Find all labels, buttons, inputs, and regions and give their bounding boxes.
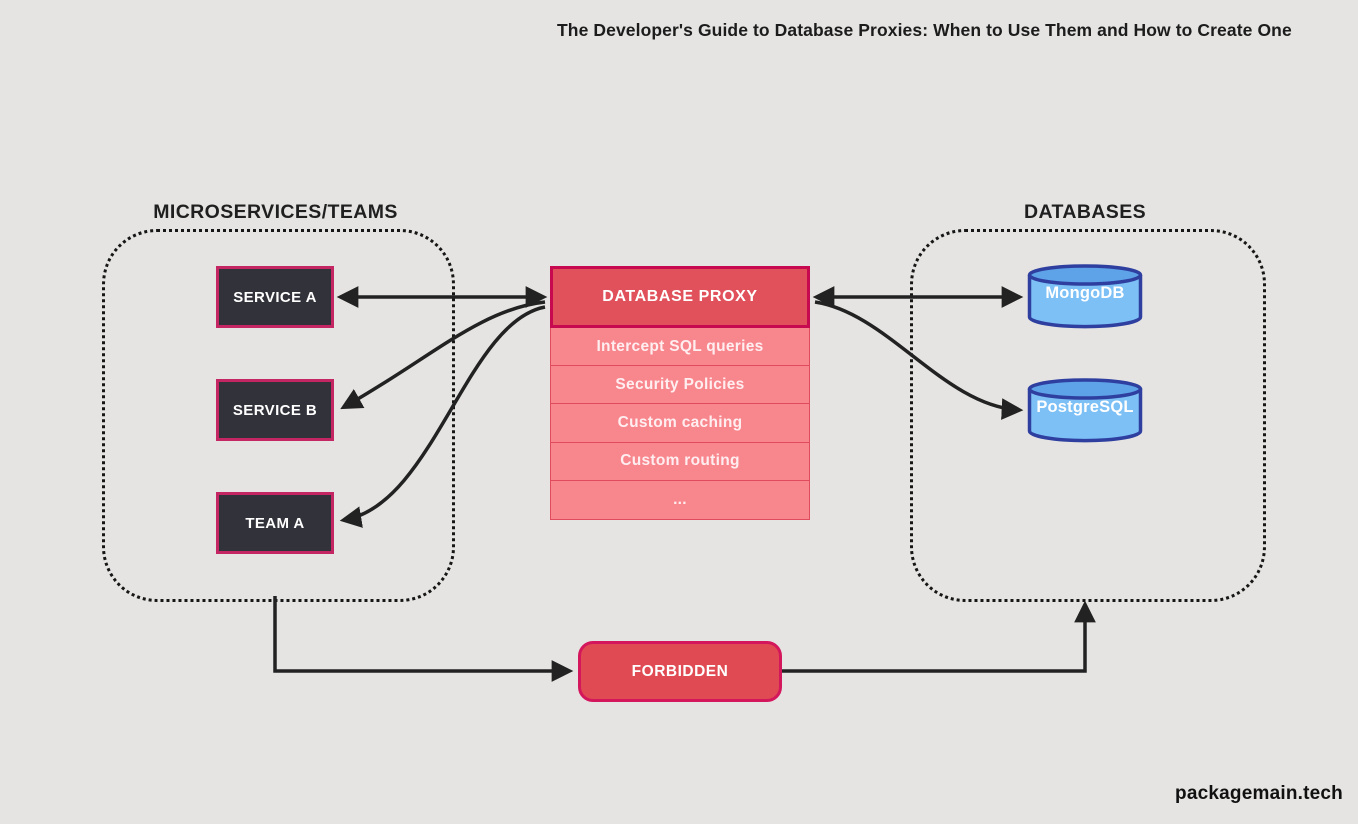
- forbidden-label: FORBIDDEN: [631, 662, 729, 680]
- watermark-text: packagemain.tech: [1175, 783, 1343, 804]
- node-postgresql-label: PostgreSQL: [1036, 398, 1134, 416]
- database-cylinder-icon: [1027, 264, 1143, 329]
- proxy-feature-row: Custom routing: [551, 443, 809, 481]
- microservices-group-boundary: [102, 229, 455, 602]
- proxy-feature-row: ...: [673, 490, 687, 508]
- proxy-feature-row: Intercept SQL queries: [551, 328, 809, 367]
- microservices-group-label: MICROSERVICES/TEAMS: [153, 201, 398, 223]
- arrow-proxy-teama: [339, 305, 546, 528]
- node-service-a: SERVICE A: [216, 266, 334, 328]
- arrow-proxy-postgresql: [814, 300, 1024, 420]
- database-proxy-title: DATABASE PROXY: [602, 288, 758, 305]
- proxy-feature-row: Custom caching: [551, 404, 809, 443]
- node-team-a-label: TEAM A: [245, 514, 305, 532]
- node-mongodb: MongoDB: [1026, 264, 1144, 330]
- node-postgresql: PostgreSQL: [1026, 378, 1144, 444]
- node-team-a: TEAM A: [216, 492, 334, 554]
- node-service-b-label: SERVICE B: [232, 401, 318, 419]
- proxy-feature-row: Security Policies: [551, 366, 809, 405]
- arrow-forbidden-databases: [782, 600, 1096, 673]
- node-mongodb-label: MongoDB: [1045, 284, 1125, 302]
- node-service-a-label: SERVICE A: [233, 288, 317, 306]
- database-proxy-node: DATABASE PROXY Intercept SQL queries Sec…: [550, 266, 810, 520]
- databases-group-label: DATABASES: [1023, 201, 1147, 223]
- databases-group-boundary: [910, 229, 1266, 602]
- database-proxy-header: DATABASE PROXY: [550, 266, 810, 328]
- forbidden-node: FORBIDDEN: [578, 641, 782, 702]
- database-cylinder-icon: [1027, 378, 1143, 443]
- node-service-b: SERVICE B: [216, 379, 334, 441]
- page-title: The Developer's Guide to Database Proxie…: [557, 20, 1292, 40]
- arrow-proxy-serviceb: [340, 300, 546, 410]
- arrow-microservices-forbidden: [273, 596, 574, 682]
- database-proxy-feature-list: Intercept SQL queries Security Policies …: [550, 328, 810, 520]
